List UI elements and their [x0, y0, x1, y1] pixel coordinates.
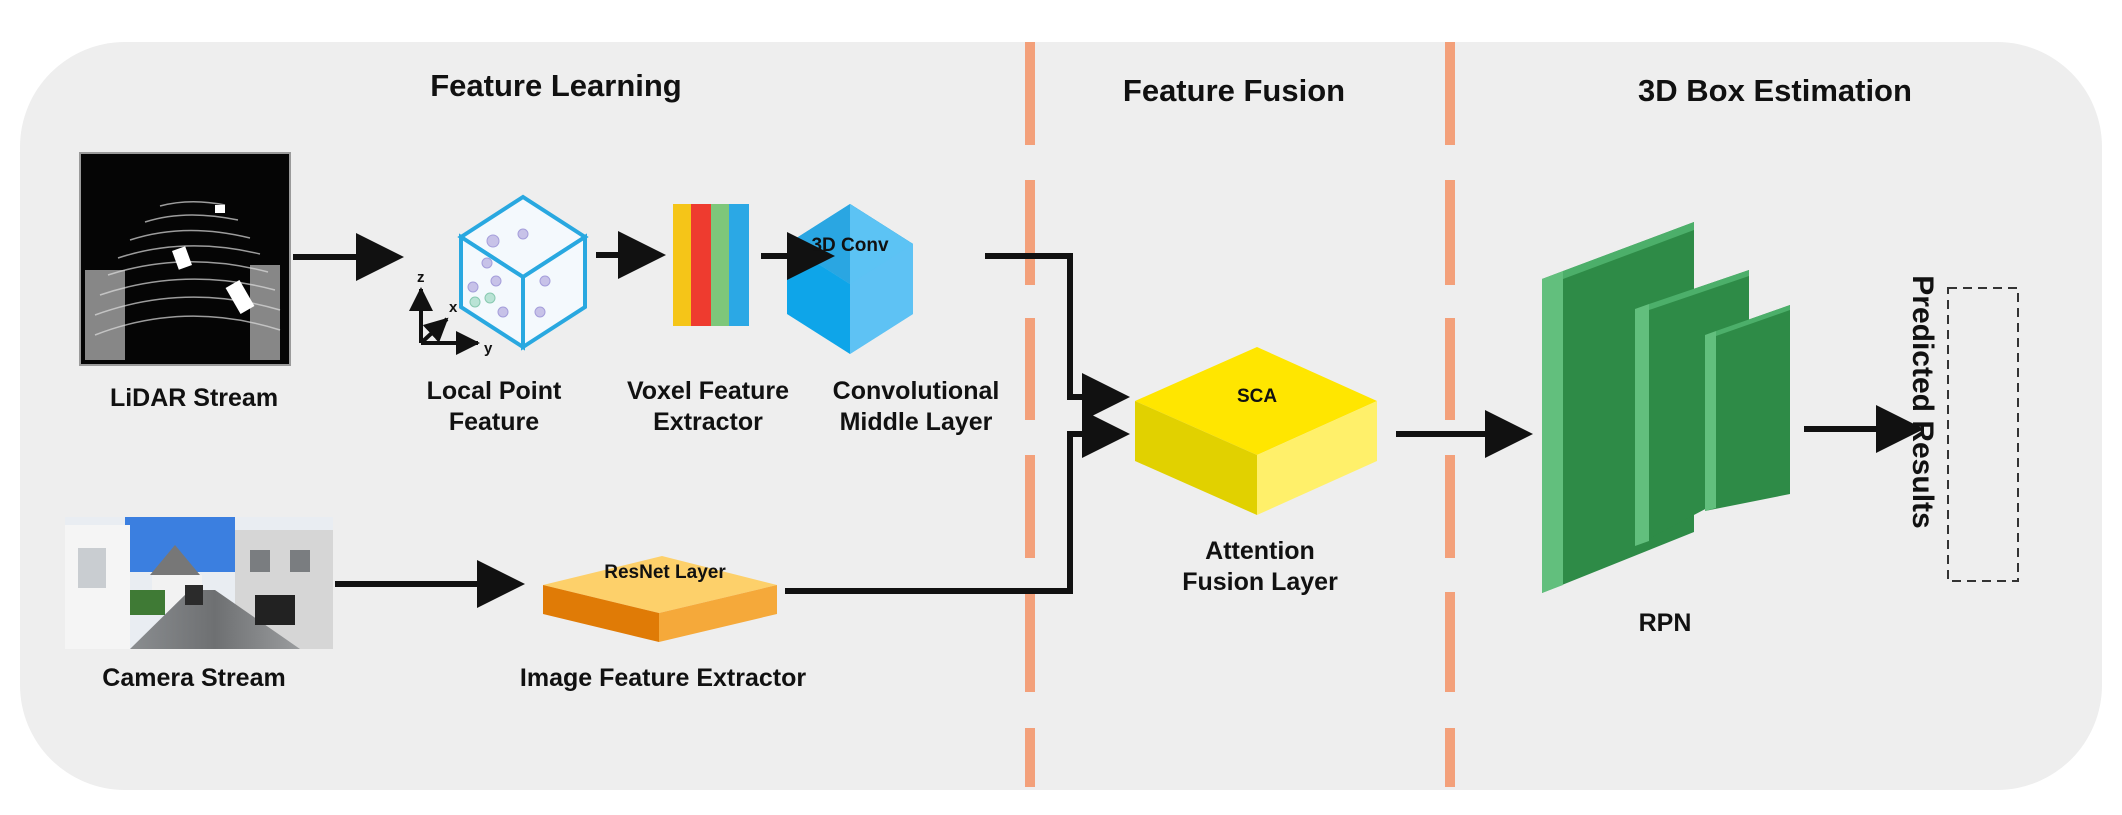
predicted-results-label: Predicted Results: [1906, 275, 1939, 529]
resnet-layer-label: ResNet Layer: [604, 562, 726, 583]
axis-x-label: x: [449, 299, 458, 316]
caption-camera-stream: Camera Stream: [102, 664, 286, 692]
sca-label: SCA: [1236, 386, 1278, 407]
strip-blue: [729, 204, 749, 326]
sca-attention-block: [1135, 347, 1377, 515]
strip-green: [711, 204, 729, 326]
camera-street-image: [65, 517, 333, 649]
section-title-3d-box-estimation: 3D Box Estimation: [1638, 73, 1912, 108]
strip-yellow: [673, 204, 691, 326]
caption-convolutional-middle-layer: Convolutional Middle Layer: [832, 377, 1000, 436]
axis-z-label: z: [417, 269, 425, 286]
local-point-feature-cube: [457, 194, 589, 351]
strip-red: [691, 204, 711, 326]
resnet-layer-slab: [543, 556, 777, 642]
lidar-point-cloud-image: [79, 152, 291, 366]
section-title-feature-fusion: Feature Fusion: [1122, 73, 1346, 108]
caption-lidar-stream: LiDAR Stream: [109, 384, 279, 412]
caption-attention-fusion-layer: Attention Fusion Layer: [1182, 537, 1338, 596]
xyz-axes-icon: [409, 287, 480, 355]
voxel-feature-strips: [673, 204, 749, 326]
arrow-conv-to-fusion: [985, 253, 1130, 421]
rpn-layer-stack: [1542, 222, 1790, 593]
caption-image-feature-extractor: Image Feature Extractor: [519, 664, 807, 692]
3d-conv-cube: [787, 204, 913, 354]
flow-arrows: [293, 231, 1924, 608]
axis-y-label: y: [484, 340, 493, 357]
caption-local-point-feature: Local Point Feature: [426, 377, 562, 436]
section-title-feature-learning: Feature Learning: [430, 68, 682, 103]
arrow-resnet-to-fusion: [785, 410, 1130, 594]
caption-rpn: RPN: [1638, 609, 1692, 637]
caption-voxel-feature-extractor: Voxel Feature Extractor: [626, 377, 790, 436]
conv-block-label: 3D Conv: [811, 235, 889, 256]
predicted-results-box: [1947, 287, 2019, 582]
